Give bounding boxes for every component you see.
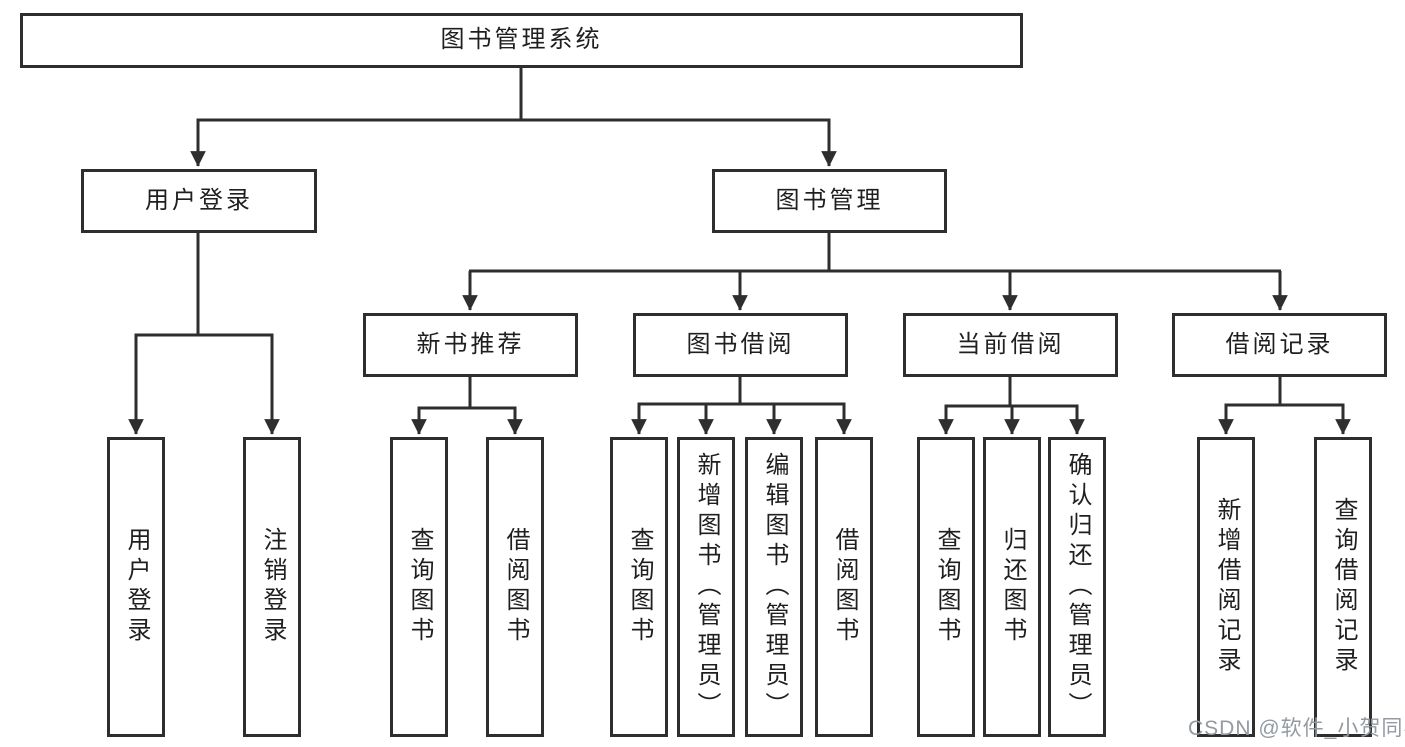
node-confirm-return-admin: 确认归还（管理员） [1048,437,1106,737]
node-new-book-recommend: 新书推荐 [363,313,578,377]
node-borrow-books-leaf: 借阅图书 [815,437,873,737]
node-borrowing-records: 借阅记录 [1172,313,1387,377]
node-borrow-books-recommend: 借阅图书 [486,437,544,737]
csdn-watermark: CSDN @软件_小贺同学 [1188,717,1405,740]
node-query-books-current: 查询图书 [917,437,975,737]
node-return-books: 归还图书 [983,437,1041,737]
connector-group [128,68,1351,435]
node-query-borrow-record: 查询借阅记录 [1314,437,1372,737]
node-user-login-branch: 用户登录 [81,169,317,233]
node-logout-leaf: 注销登录 [243,437,301,737]
node-add-borrow-record: 新增借阅记录 [1197,437,1255,737]
node-current-borrowing: 当前借阅 [903,313,1118,377]
node-book-management-system: 图书管理系统 [20,13,1023,68]
node-query-books-borrowing: 查询图书 [610,437,668,737]
node-user-login-leaf: 用户登录 [107,437,165,737]
node-query-books-recommend: 查询图书 [390,437,448,737]
node-book-borrowing: 图书借阅 [633,313,848,377]
node-edit-books-admin: 编辑图书（管理员） [745,437,803,737]
node-add-books-admin: 新增图书（管理员） [677,437,735,737]
node-book-management-branch: 图书管理 [712,169,947,233]
